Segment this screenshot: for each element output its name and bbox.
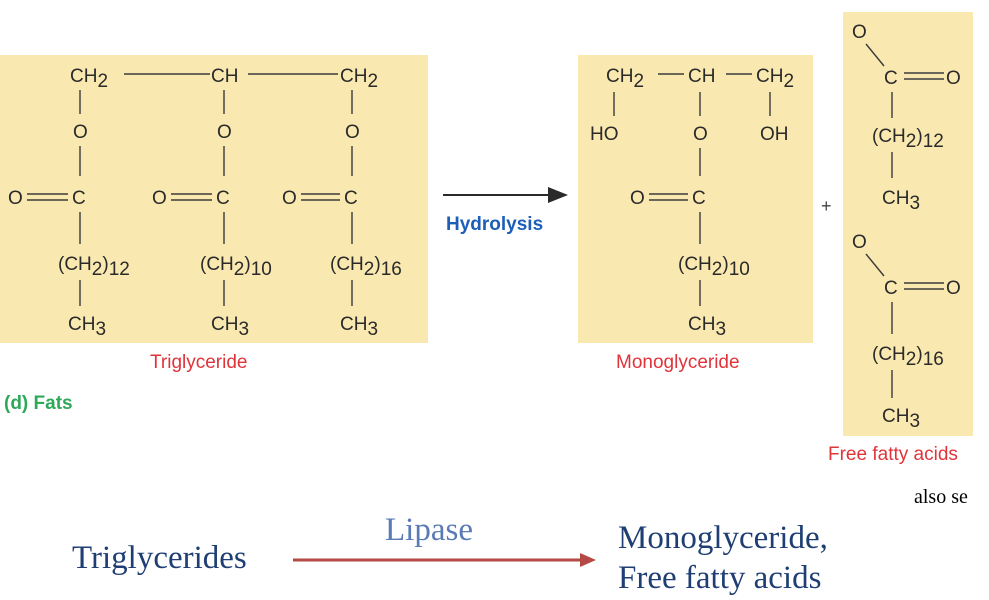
mg-ho: HO — [590, 124, 619, 145]
ffa1-chain: (CH2)12 — [872, 126, 944, 152]
mg-o: O — [693, 124, 708, 145]
mg-chain: (CH2)10 — [678, 254, 750, 280]
mg-carbonyl-o: O — [630, 188, 645, 209]
product-label-line-2: Free fatty acids — [618, 560, 822, 596]
tg-carbonyl-o-3: O — [282, 188, 297, 209]
fats-caption: (d) Fats — [4, 393, 73, 414]
ffa2-chain: (CH2)16 — [872, 344, 944, 370]
ffa2-ch3: CH3 — [882, 406, 920, 432]
mg-ch3: CH3 — [688, 314, 726, 340]
tg-carbonyl-o-1: O — [8, 188, 23, 209]
product-label-line-1: Monoglyceride, — [618, 520, 828, 556]
mg-ch2-left: CH2 — [606, 66, 644, 92]
monoglyceride-panel — [578, 55, 813, 343]
free-fatty-acids-panel — [843, 12, 973, 436]
lipase-arrow-head — [580, 553, 596, 567]
mg-ch-middle: CH — [688, 66, 715, 87]
tg-o-1: O — [73, 122, 88, 143]
ffa2-o: O — [852, 232, 867, 253]
tg-c-2: C — [216, 188, 230, 209]
tg-carbonyl-o-2: O — [152, 188, 167, 209]
tg-o-2: O — [217, 122, 232, 143]
ffa2-c: C — [884, 278, 898, 299]
ffa2-carbonyl-o: O — [946, 278, 961, 299]
tg-chain-3: (CH2)16 — [330, 254, 402, 280]
also-see-text: also se — [914, 486, 968, 508]
ffa-bond — [865, 253, 885, 277]
ffa1-o: O — [852, 22, 867, 43]
fatty-acid-1: O C O (CH2)12 CH3 — [852, 22, 961, 214]
tg-c-3: C — [344, 188, 358, 209]
mg-oh: OH — [760, 124, 789, 145]
enzyme-label: Lipase — [385, 512, 473, 548]
monoglyceride-structure: CH2 CH CH2 HO OH O O C (CH2)10 CH3 — [590, 66, 794, 340]
ffa1-ch3: CH3 — [882, 188, 920, 214]
tg-ch3-1: CH3 — [68, 314, 106, 340]
tg-ch3-3: CH3 — [340, 314, 378, 340]
triglyceride-structure: CH2 CH CH2 O O C (CH2)12 CH3 O O C (CH2)… — [8, 66, 402, 340]
fatty-acid-2: O C O (CH2)16 CH3 — [852, 232, 961, 432]
tg-ch2-right: CH2 — [340, 66, 378, 92]
tg-chain-1: (CH2)12 — [58, 254, 130, 280]
triglyceride-label: Triglyceride — [150, 352, 248, 373]
tg-chain-2: (CH2)10 — [200, 254, 272, 280]
plus-sign: + — [821, 196, 832, 216]
triglyceride-panel — [0, 55, 428, 343]
tg-c-1: C — [72, 188, 86, 209]
reactant-label: Triglycerides — [72, 540, 247, 576]
tg-ch-middle: CH — [211, 66, 238, 87]
free-fatty-acids-label: Free fatty acids — [828, 444, 958, 465]
monoglyceride-label: Monoglyceride — [616, 352, 740, 373]
mg-c: C — [692, 188, 706, 209]
ffa1-carbonyl-o: O — [946, 68, 961, 89]
tg-ch2-left: CH2 — [70, 66, 108, 92]
tg-o-3: O — [345, 122, 360, 143]
mg-ch2-right: CH2 — [756, 66, 794, 92]
ffa1-c: C — [884, 68, 898, 89]
ffa-bond — [865, 43, 885, 67]
hydrolysis-label: Hydrolysis — [446, 214, 544, 235]
tg-ch3-2: CH3 — [211, 314, 249, 340]
